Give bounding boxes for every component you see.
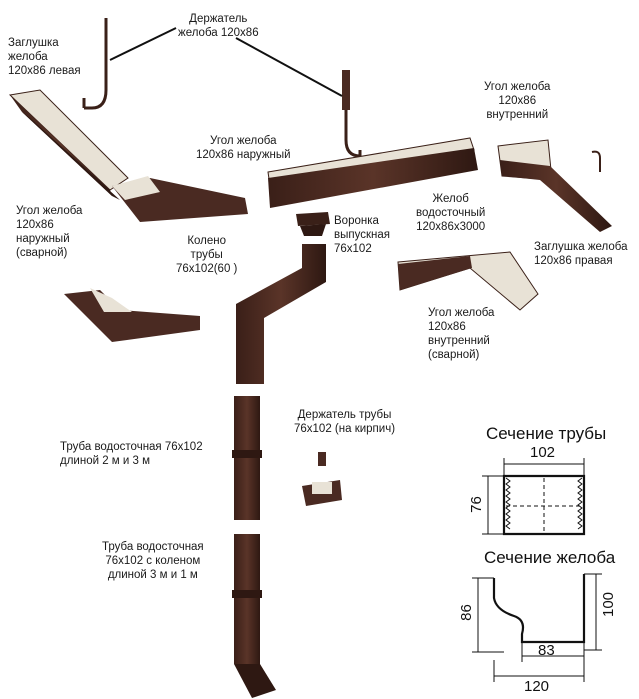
pipe-section-title: Сечение трубы xyxy=(486,424,607,443)
gutter-inner-corner-welded xyxy=(397,251,539,311)
label-funnel: Воронка выпускная 76x102 xyxy=(334,215,390,255)
pipe-section-drawing xyxy=(482,458,586,536)
label-elbow: Колено трубы 76x102(60 ) xyxy=(176,235,238,275)
label-cap-left: Заглушка желоба 120x86 левая xyxy=(8,37,81,77)
gutter-cap-left-assembly xyxy=(8,89,248,222)
label-gutter: Желоб водосточный 120x86x3000 xyxy=(416,193,486,233)
gutter-section-drawing xyxy=(472,573,602,682)
gutter-inner-width-dim: 83 xyxy=(538,642,555,659)
gutter-holder-top xyxy=(82,18,108,110)
gutter-holder-middle xyxy=(342,70,362,158)
gutter-section-title: Сечение желоба xyxy=(484,548,616,567)
pipe-elbow xyxy=(236,244,326,384)
label-corner-inner-welded: Угол желоба 120x86 внутренний (сварной) xyxy=(428,307,495,361)
pipe-straight xyxy=(232,396,262,520)
gutter-inner-corner-top xyxy=(497,139,612,232)
funnel xyxy=(296,212,330,236)
pipe-holder xyxy=(302,452,342,506)
leader-lines xyxy=(109,27,343,97)
label-gutter-holder: Держатель желоба 120x86 xyxy=(178,13,259,39)
pipe-height-dim: 76 xyxy=(467,496,485,513)
gutter-left-height-dim: 86 xyxy=(457,604,475,621)
pipe-with-elbow xyxy=(232,534,276,698)
label-pipe-elbow: Труба водосточная 76x102 с коленом длино… xyxy=(102,541,204,581)
gutter-main xyxy=(267,137,478,208)
pipe-width-dim: 102 xyxy=(530,444,556,461)
label-cap-right: Заглушка желоба 120x86 правая xyxy=(534,241,628,267)
gutter-total-width-dim: 120 xyxy=(524,678,550,695)
label-pipe: Труба водосточная 76x102 длиной 2 м и 3 … xyxy=(60,441,203,467)
gutter-right-height-dim: 100 xyxy=(600,591,618,618)
gutter-outer-corner-welded xyxy=(64,288,200,342)
label-pipe-holder: Держатель трубы 76x102 (на кирпич) xyxy=(294,409,396,435)
label-corner-outer: Угол желоба 120x86 наружный xyxy=(196,135,291,161)
label-corner-outer-welded: Угол желоба 120x86 наружный (сварной) xyxy=(16,205,83,259)
label-corner-inner-top: Угол желоба 120x86 внутренний xyxy=(484,81,551,121)
